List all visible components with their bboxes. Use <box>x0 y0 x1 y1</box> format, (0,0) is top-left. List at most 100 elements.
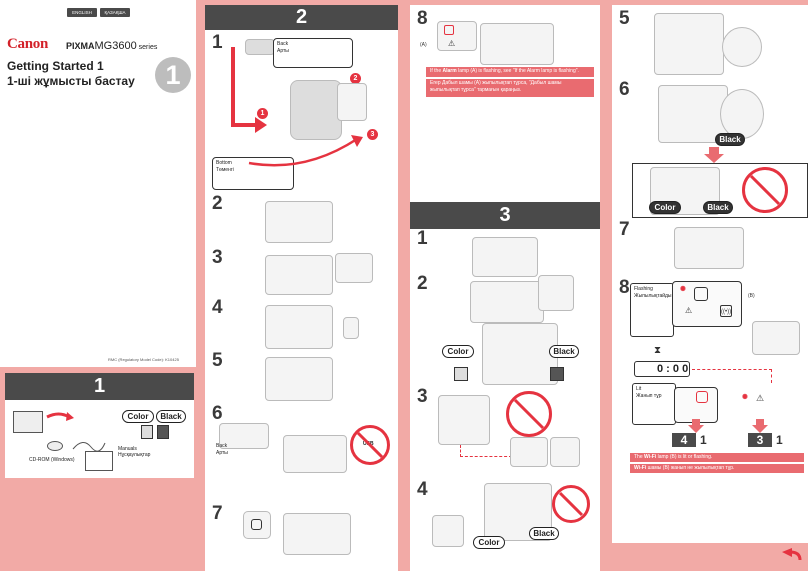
power-button-closeup <box>437 21 477 51</box>
next-section-number: 3 <box>748 433 772 447</box>
step-number: 5 <box>212 350 223 371</box>
section1-panel: 1 Color Black CD-ROM (Windows) Manuals Н… <box>5 373 194 478</box>
title-en: Getting Started 1 <box>7 59 104 73</box>
step-number: 2 <box>212 193 223 214</box>
color-cartridge-label: Color <box>649 201 681 214</box>
step-number: 3 <box>212 247 223 268</box>
color-cartridge-label: Color <box>442 345 474 358</box>
next-section-4[interactable]: 4 1 <box>672 433 712 447</box>
next-section-3[interactable]: 3 1 <box>748 433 788 447</box>
prohibited-slash-icon <box>749 174 781 206</box>
timer-display: 0 : 0 0 <box>634 361 690 377</box>
title-badge: 1 <box>155 57 191 93</box>
arrow-icon <box>231 47 267 133</box>
next-section-page: 1 <box>700 433 707 447</box>
wifi-note-en: The Wi-Fi lamp (B) is lit or flashing. <box>630 453 804 462</box>
step-number: 5 <box>619 8 630 29</box>
printer-illustration <box>472 237 538 277</box>
printer-illustration <box>265 201 333 243</box>
printer-back-illustration <box>219 423 269 449</box>
black-cartridge-label: Black <box>715 133 745 146</box>
printer-illustration <box>290 80 342 140</box>
manuals-label: Manuals Нұсқаулықтар <box>118 446 151 458</box>
lang-kazakh-tab[interactable]: ҚАЗАҚША <box>100 8 130 17</box>
cartridge-closeup <box>720 89 764 139</box>
callout-number: 1 <box>257 108 268 119</box>
printer-illustration <box>283 435 347 473</box>
alarm-word: Alarm <box>442 68 457 74</box>
down-arrow-icon <box>704 147 724 163</box>
callout-number: 2 <box>350 73 361 84</box>
wifi-icon: ((•)) <box>720 305 732 317</box>
tape-closeup <box>343 317 359 339</box>
note-prefix: The <box>634 454 645 460</box>
dashed-guide <box>460 445 512 457</box>
next-section-number: 4 <box>672 433 696 447</box>
tape-closeup <box>335 253 373 283</box>
back-callout: Back Арты <box>273 38 353 68</box>
alarm-note-text: lamp (A) is flashing, see "If the Alarm … <box>456 68 579 74</box>
cartridge-hand-illustration <box>438 395 490 445</box>
flash-mark: ✺ <box>742 394 748 401</box>
prohibited-slash-icon <box>513 398 545 430</box>
printer-illustration <box>283 513 351 555</box>
power-icon <box>444 25 454 35</box>
alarm-note-en: If the Alarm lamp (A) is flashing, see "… <box>426 67 594 77</box>
manual-booklet <box>85 451 113 471</box>
cartridge-insert-illustration <box>658 85 728 143</box>
cartridge-icon <box>454 367 468 381</box>
alarm-icon: ⚠ <box>756 393 765 403</box>
step-number: 6 <box>212 403 223 424</box>
cartridge-closeup <box>432 515 464 547</box>
timer-value: 0 : 0 0 <box>657 363 689 375</box>
note-text: lamp (B) is lit or flashing. <box>656 454 713 460</box>
dashed-guide <box>692 369 772 383</box>
power-icon <box>251 519 262 530</box>
printer-illustration <box>674 227 744 269</box>
step-number: 2 <box>417 273 428 294</box>
step-number: 1 <box>417 228 428 249</box>
cartridge-closeup <box>722 27 762 67</box>
step-number: 7 <box>212 503 223 524</box>
color-cartridge-label: Color <box>473 536 505 549</box>
alarm-note-text: If the <box>430 68 443 74</box>
step-number: 4 <box>417 479 428 500</box>
page-turn-arrow-icon[interactable] <box>780 548 804 562</box>
back-callout: Back Арты <box>216 443 228 456</box>
column4-panel: 5 6 Black Color Black 7 8 Flashing Жыпыл… <box>612 5 808 543</box>
step-number: 4 <box>212 297 223 318</box>
power-icon <box>696 391 708 403</box>
alarm-icon: ⚠ <box>448 39 456 48</box>
black-cartridge-label: Black <box>529 527 559 540</box>
flashing-callout: Flashing Жыпылықтайды <box>630 283 674 337</box>
column3-panel: 8 ⚠ (A) If the Alarm lamp (A) is flashin… <box>410 5 600 571</box>
pixma-text: PIXMA <box>66 41 95 51</box>
canon-logo: Canon <box>7 36 49 52</box>
power-icon <box>694 287 708 301</box>
note-text: шамы (B) жанып не жыпылықтап тұр. <box>646 465 735 471</box>
black-cartridge-label: Black <box>156 410 186 423</box>
cartridge-icon <box>550 367 564 381</box>
power-button-closeup <box>243 511 271 539</box>
step-number: 8 <box>417 8 428 29</box>
color-cartridge-label: Color <box>122 410 154 423</box>
lid-closeup <box>538 275 574 311</box>
printer-illustration <box>265 305 333 349</box>
tape-closeup <box>337 83 367 121</box>
alarm-icon: ⚠ <box>685 306 693 315</box>
cd-icon <box>47 441 63 451</box>
power-cord-icon <box>72 442 106 452</box>
arrow-icon <box>46 412 74 421</box>
black-cartridge-label: Black <box>549 345 579 358</box>
section3-header: 3 <box>410 202 600 229</box>
step-number: 8 <box>619 277 630 298</box>
step-number: 6 <box>619 79 630 100</box>
lang-english-tab[interactable]: ENGLISH <box>67 8 97 17</box>
cartridge-insert-illustration <box>654 13 724 75</box>
printer-illustration <box>480 23 554 65</box>
section1-header: 1 <box>5 373 194 400</box>
callout-number: 3 <box>367 129 378 140</box>
cd-rom-label: CD-ROM (Windows) <box>29 457 75 463</box>
printer-illustration <box>470 281 544 323</box>
lit-callout: Lit Жанып тұр <box>632 383 676 425</box>
